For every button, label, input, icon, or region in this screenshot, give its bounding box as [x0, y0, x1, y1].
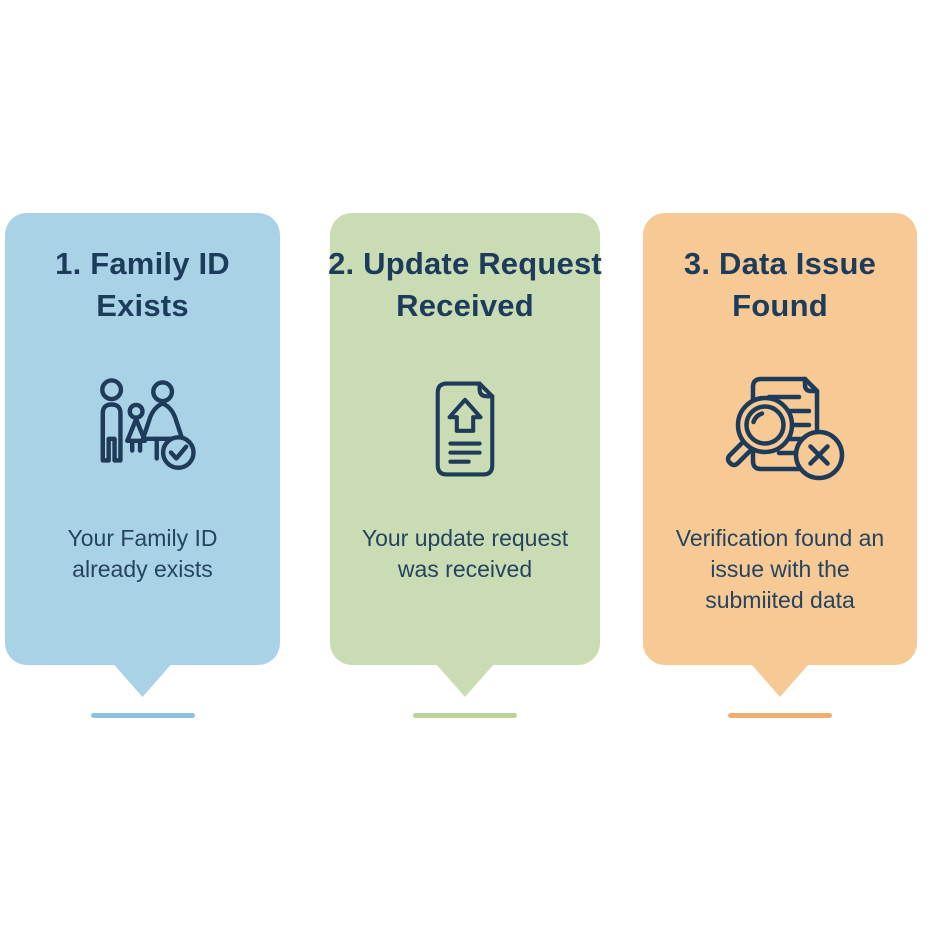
card-pointer-tail — [113, 664, 172, 697]
card-description: Your update request was received — [361, 525, 569, 582]
document-search-error-icon — [643, 371, 917, 486]
card-update-request-received: 2. Update Request Received Your update r… — [328, 213, 602, 733]
card-pointer-tail — [436, 664, 494, 697]
family-check-icon — [5, 371, 280, 486]
card-family-id-exists: 1. Family ID Exists — [5, 213, 280, 733]
card-underline — [728, 713, 832, 718]
card-description: Your Family ID already exists — [67, 525, 218, 582]
card-title: 3. Data Issue Found — [683, 246, 877, 323]
card-title: 2. Update Request Received — [328, 246, 602, 323]
document-upload-icon — [330, 371, 600, 486]
card-underline — [90, 713, 195, 718]
card-update-request-received-body — [330, 213, 600, 665]
card-data-issue-found: 3. Data Issue Found — [643, 213, 917, 733]
card-underline — [413, 713, 517, 718]
card-pointer-tail — [751, 664, 809, 697]
card-title: 1. Family ID Exists — [55, 246, 230, 323]
card-description: Verification found an issue with the sub… — [675, 525, 885, 613]
